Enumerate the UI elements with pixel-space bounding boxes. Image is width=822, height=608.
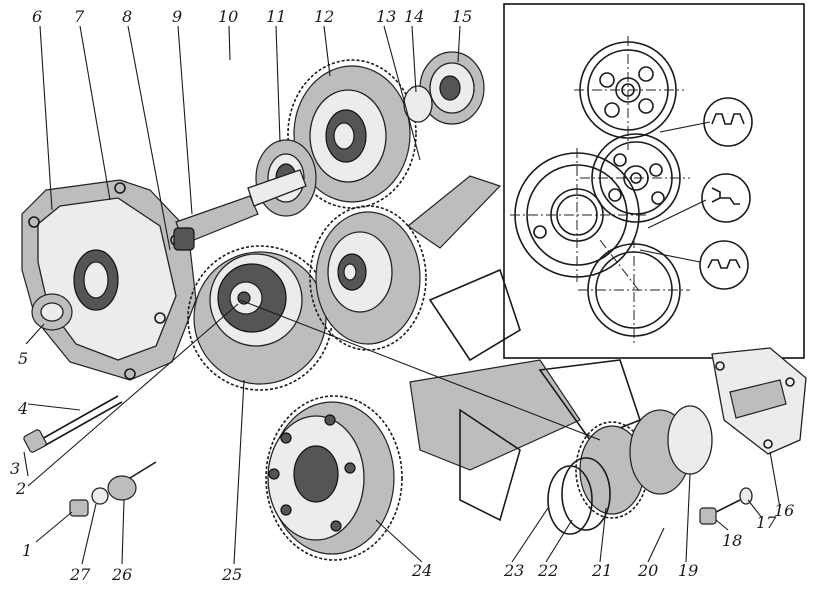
callout-8: 8 bbox=[122, 7, 132, 26]
fasteners bbox=[23, 395, 753, 525]
callout-24: 24 bbox=[411, 561, 432, 580]
callout-19: 19 bbox=[678, 561, 698, 580]
callout-12: 12 bbox=[314, 7, 334, 26]
callout-10: 10 bbox=[218, 7, 238, 26]
callout-13: 13 bbox=[376, 7, 396, 26]
idler-gear-25 bbox=[187, 245, 333, 391]
callout-27: 27 bbox=[69, 565, 91, 584]
callout-1: 1 bbox=[22, 541, 32, 560]
callout-3: 3 bbox=[10, 459, 20, 478]
callout-9: 9 bbox=[172, 7, 182, 26]
callout-16: 16 bbox=[774, 501, 794, 520]
callout-18: 18 bbox=[722, 531, 742, 550]
gear-mesh-inset bbox=[503, 3, 805, 359]
callout-23: 23 bbox=[503, 561, 524, 580]
crankshaft bbox=[406, 175, 641, 522]
timing-cover bbox=[21, 179, 197, 381]
leader-lines bbox=[23, 25, 781, 565]
callout-6: 6 bbox=[32, 7, 42, 26]
callout-26: 26 bbox=[111, 565, 132, 584]
callout-15: 15 bbox=[452, 7, 472, 26]
crank-gear-assembly bbox=[547, 405, 713, 535]
gear-24 bbox=[265, 395, 403, 561]
callout-21: 21 bbox=[591, 561, 612, 580]
pump-drive-gear bbox=[309, 205, 427, 351]
camshaft-gear-12 bbox=[287, 59, 417, 209]
callout-22: 22 bbox=[537, 561, 558, 580]
callout-11: 11 bbox=[266, 7, 286, 26]
callout-25: 25 bbox=[221, 565, 242, 584]
callout-2: 2 bbox=[15, 479, 26, 498]
callout-17: 17 bbox=[756, 513, 777, 532]
callout-20: 20 bbox=[637, 561, 658, 580]
callout-labels: 1 2 3 4 5 6 7 8 9 10 11 12 13 14 15 16 1… bbox=[10, 7, 794, 584]
flange-16 bbox=[711, 347, 807, 455]
callout-7: 7 bbox=[74, 7, 85, 26]
callout-5: 5 bbox=[18, 349, 28, 368]
bearing-15 bbox=[403, 51, 485, 125]
callout-4: 4 bbox=[17, 399, 28, 418]
shaft-9 bbox=[173, 169, 307, 251]
callout-14: 14 bbox=[404, 7, 424, 26]
